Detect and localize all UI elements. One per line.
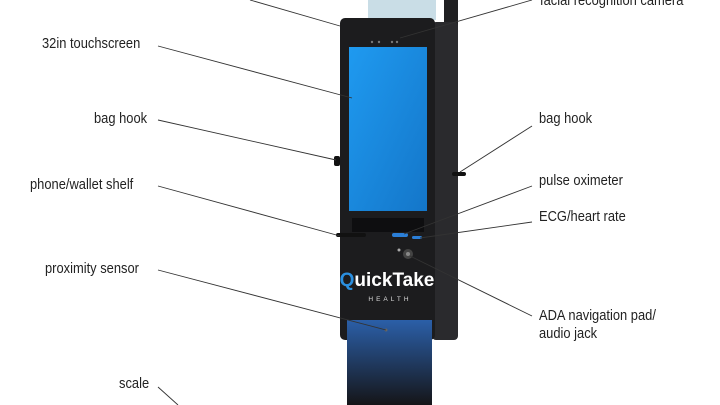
label-touchscreen: 32in touchscreen	[42, 35, 141, 52]
bag-hook-right	[452, 172, 466, 176]
svg-text:QuickTake: QuickTake	[340, 270, 435, 291]
bag-hook-left	[334, 156, 340, 166]
label-ada-line2: audio jack	[539, 325, 598, 342]
ecg-sensor[interactable]	[412, 236, 422, 239]
top-card	[368, 0, 436, 20]
leader-lines	[157, 0, 533, 405]
shelf-lip	[336, 233, 366, 237]
label-facial-recognition: facial recognition camera	[540, 0, 684, 9]
label-proximity: proximity sensor	[45, 260, 139, 277]
label-pulse-oximeter: pulse oximeter	[539, 172, 623, 189]
label-scale: scale	[119, 375, 150, 392]
touchscreen[interactable]	[349, 47, 427, 211]
label-bag-hook-right: bag hook	[539, 110, 593, 127]
label-ada-line1: ADA navigation pad/	[539, 307, 656, 324]
label-ecg: ECG/heart rate	[539, 208, 626, 225]
camera-icon	[370, 40, 399, 44]
base-column	[347, 320, 432, 405]
label-bag-hook-left: bag hook	[94, 110, 148, 127]
quicktake-logo: QuickTake HEALTH	[340, 270, 435, 303]
phone-shelf	[352, 218, 424, 232]
svg-text:HEALTH: HEALTH	[368, 296, 411, 303]
side-panel	[432, 22, 458, 340]
label-phone-shelf: phone/wallet shelf	[30, 176, 134, 193]
